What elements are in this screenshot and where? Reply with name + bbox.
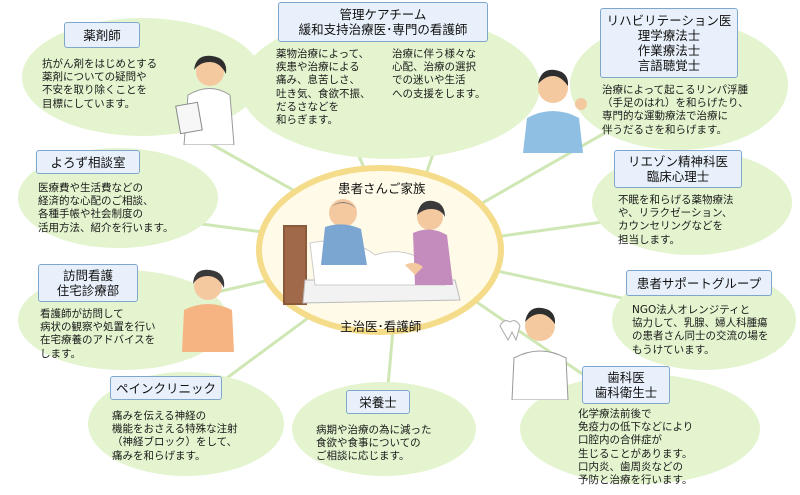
label-rehab: リハビリテーション医 理学療法士 作業療法士 言語聴覚士 [600,8,738,78]
rehab-doctor-illustration [523,69,587,153]
label-dental: 歯科医 歯科衛生士 [582,366,670,404]
label-psych: リエゾン精神科医 臨床心理士 [614,150,742,188]
desc-psych: 不眠を和らげる薬物療法 や、リラクゼーション、 カウンセリングなどを 担当します… [618,194,734,246]
label-consult: よろず相談室 [36,150,140,174]
label-support-group: 患者サポートグループ [626,270,772,296]
label-care-team: 管理ケアチーム 緩和支持治療医･専門の看護師 [278,2,488,42]
desc-care-team-right: 治療に伴う様々な 心配、治療の選択 での迷いや生活 への支援をします。 [392,48,486,100]
center-top-label: 患者さんご家族 [338,181,426,196]
label-pharmacist: 薬剤師 [64,22,140,48]
label-nutrition: 栄養士 [346,390,410,414]
desc-nutrition: 病期や治療の為に減った 食欲や食事についての ご相談に応じます。 [316,424,432,463]
patient-family-illustration [256,165,504,335]
pharmacist-illustration [175,55,235,145]
label-pain-clinic: ペインクリニック [110,376,222,400]
desc-care-team-left: 薬物治療によって、 疾患や治療による 痛み、息苦しさ、 吐き気、食欲不振、 だる… [276,48,371,127]
desc-rehab: 治療によって起こるリンパ浮腫 （手足のはれ）を和らげたり、 専門的な運動療法で治… [602,84,749,136]
desc-support-group: NGO法人オレンジティと 協力して、乳腺、婦人科腫瘍 の患者さん同士の交流の場を… [632,304,769,356]
desc-dental: 化学療法前後で 免疫力の低下などにより 口腔内の合併症が 生じることがあります。… [578,408,694,487]
desc-pharmacist: 抗がん剤をはじめとする 薬剤についての疑問や 不安を取り除くことを 目標にしてい… [42,58,158,110]
desc-pain-clinic: 痛みを伝える神経の 機能をおさえる特殊な注射 （神経ブロック）をして、 痛みを和… [112,410,238,462]
center-bottom-label: 主治医･看護師 [340,319,422,334]
desc-consult: 医療費や生活費などの 経済的な心配のご相談、 各種手帳や社会制度の 活用方法、紹… [38,182,174,234]
home-nurse-illustration [182,269,234,352]
desc-home-nursing: 看護師が訪問して 病状の観察や処置を行い 在宅療養のアドバイスを します。 [40,308,156,360]
dentist-illustration [499,307,569,400]
label-home-nursing: 訪問看護 住宅診療部 [38,264,138,302]
